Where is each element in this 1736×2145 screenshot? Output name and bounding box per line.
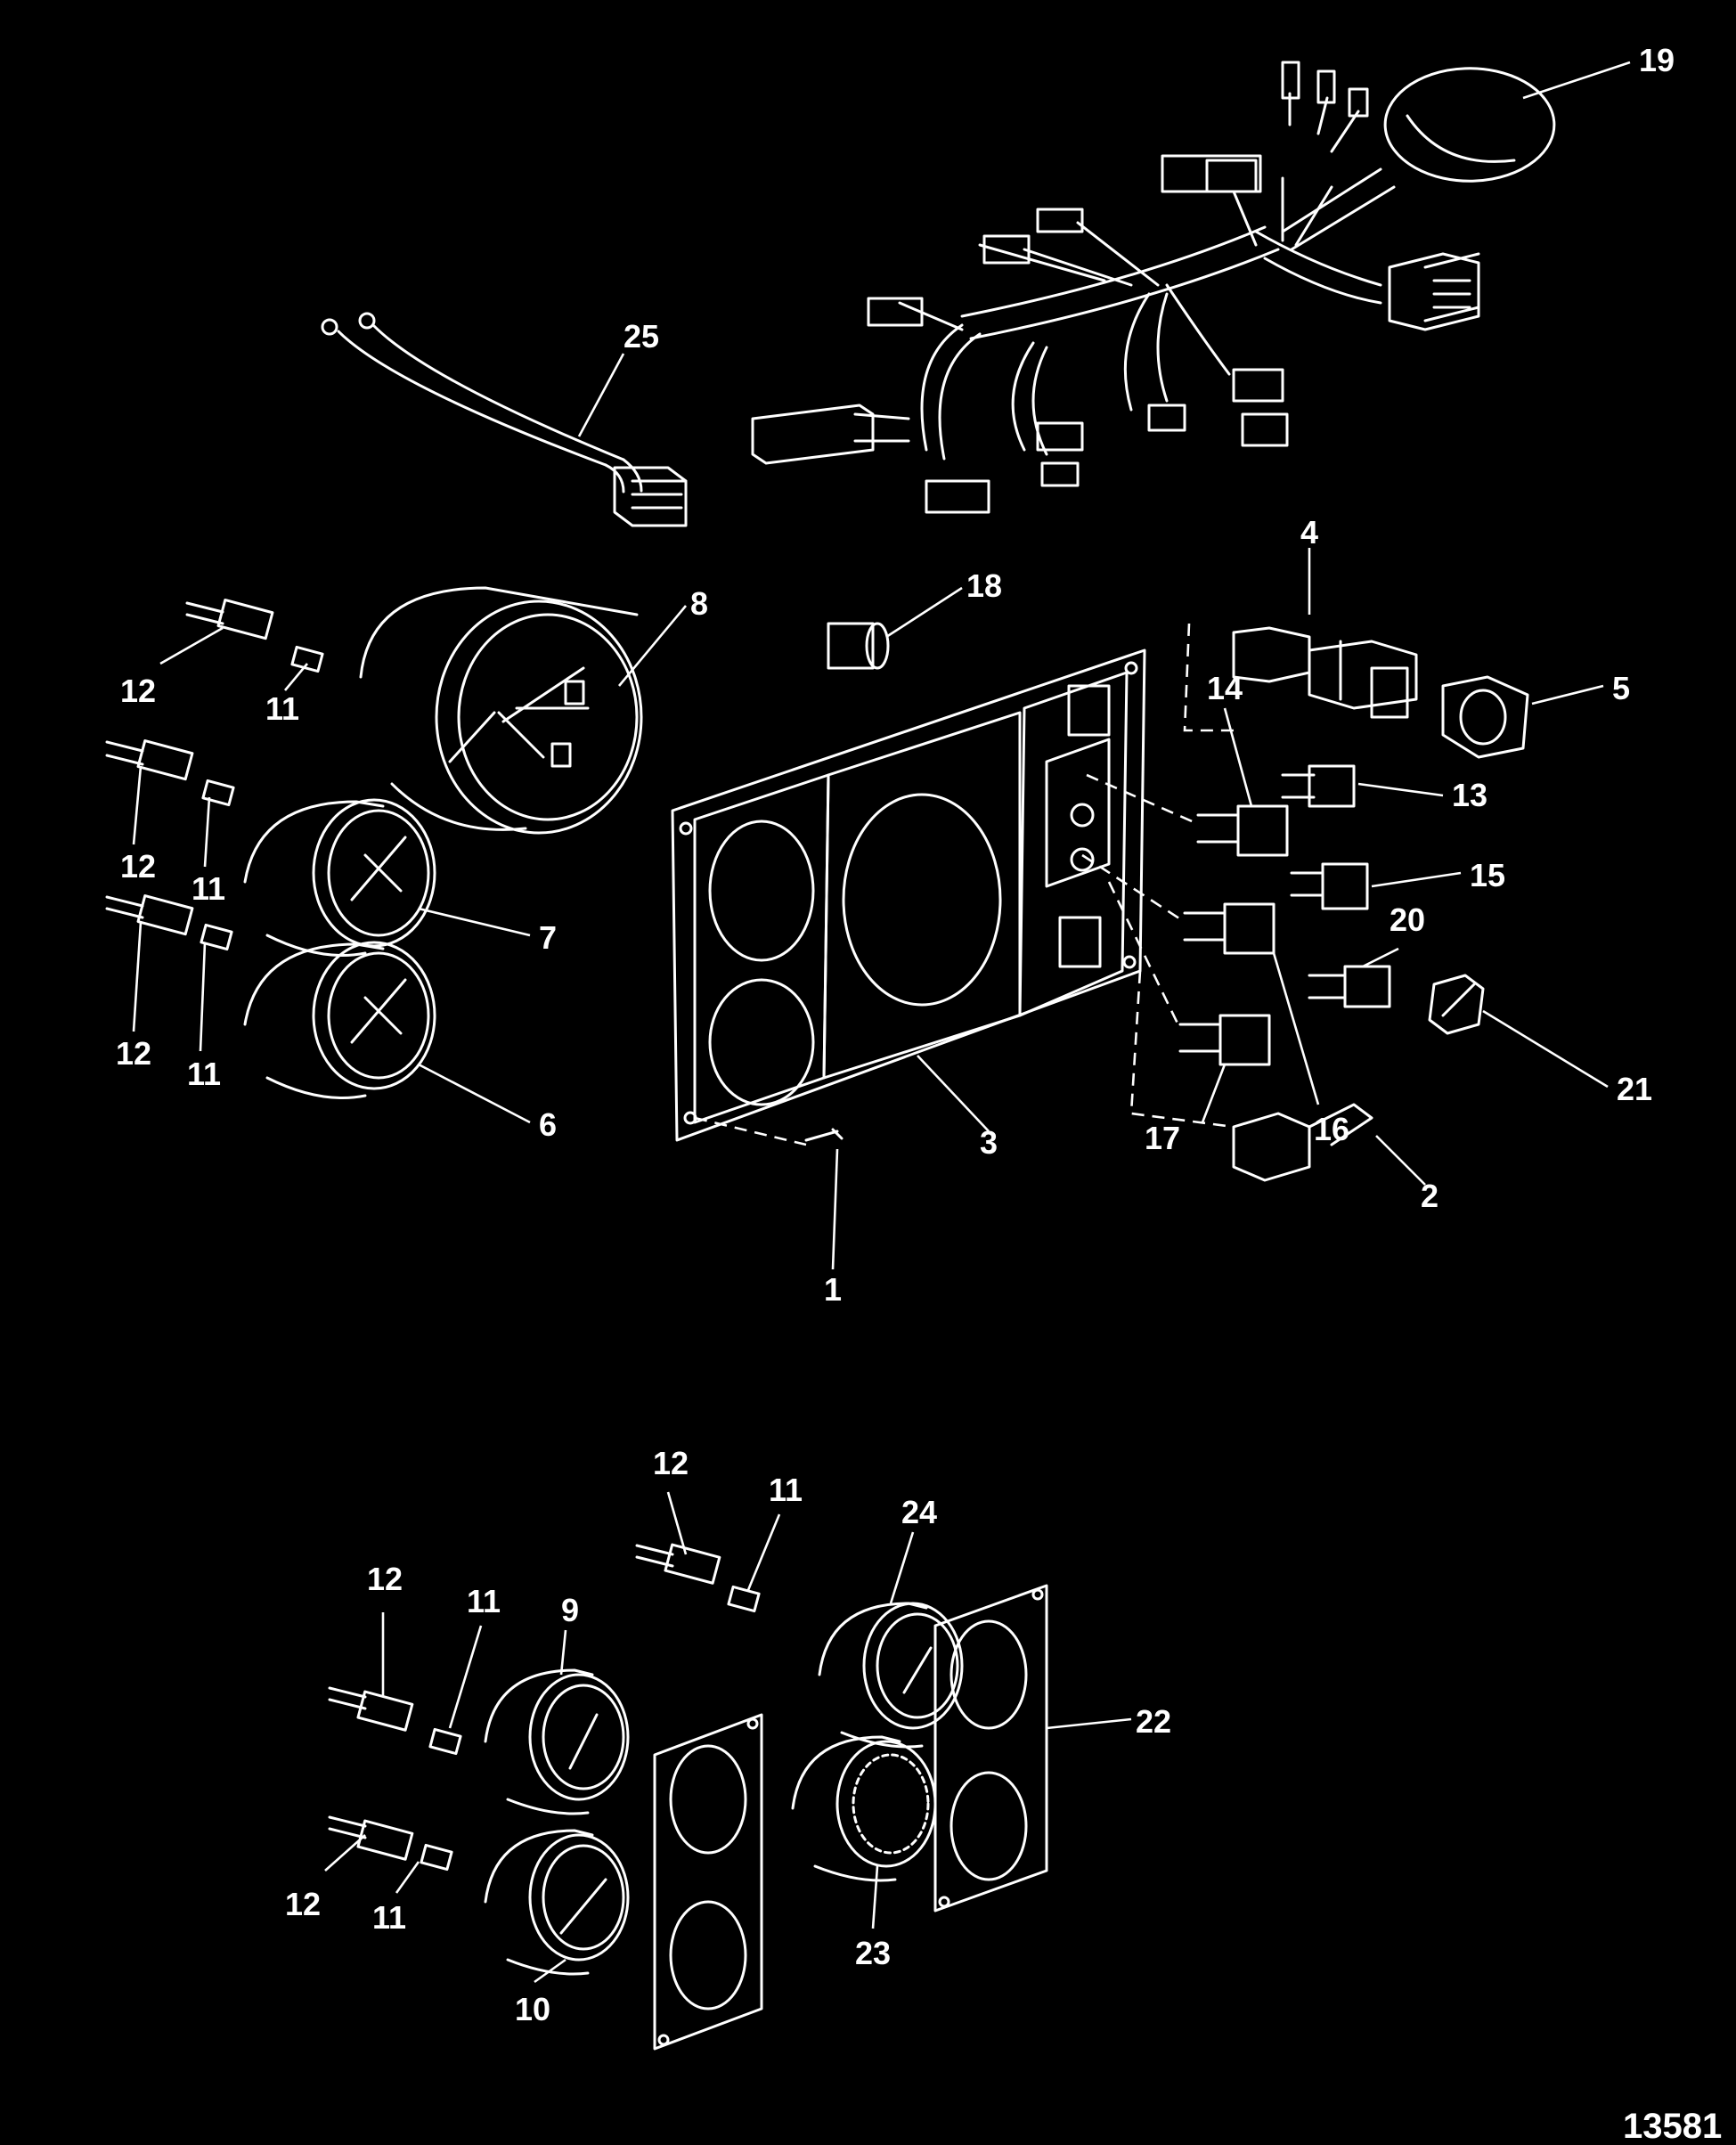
callout-6: 6	[539, 1106, 557, 1143]
callout-3: 3	[980, 1124, 998, 1161]
bulb-sockets-lower	[328, 1543, 761, 1872]
battery-lead-harness	[321, 312, 688, 527]
callout-23: 23	[855, 1935, 891, 1971]
callout-12-d: 12	[653, 1445, 689, 1481]
figure-number: 13581	[1623, 2107, 1722, 2145]
switch-16	[1081, 853, 1276, 955]
callout-20: 20	[1390, 901, 1425, 938]
callout-7: 7	[539, 919, 557, 956]
small-gauge-7	[243, 798, 436, 957]
callout-19: 19	[1639, 42, 1675, 78]
gauge-24	[818, 1602, 964, 1749]
callout-12-e: 12	[367, 1561, 403, 1597]
callout-18: 18	[966, 567, 1002, 604]
panel-screw	[694, 1116, 844, 1146]
callout-11-d: 11	[769, 1472, 803, 1508]
switch-20	[1308, 965, 1391, 1008]
callout-11-e: 11	[467, 1583, 501, 1619]
switch-13	[1281, 764, 1356, 808]
callout-21: 21	[1617, 1071, 1652, 1107]
callout-8: 8	[690, 585, 708, 622]
callout-13: 13	[1452, 777, 1487, 813]
toggle-switch	[1129, 970, 1373, 1182]
gauge-10	[484, 1829, 630, 1976]
hole-plug	[1428, 974, 1485, 1035]
callout-2: 2	[1421, 1178, 1439, 1214]
callout-10: 10	[515, 1991, 550, 2027]
callout-15: 15	[1470, 857, 1505, 893]
ignition-switch	[1183, 623, 1418, 732]
callout-12-a: 12	[120, 673, 156, 709]
leader-lines	[132, 61, 1631, 1984]
small-gauge-6	[243, 941, 436, 1099]
dash-panel	[671, 648, 1146, 1142]
callout-9: 9	[561, 1592, 579, 1628]
callout-17: 17	[1145, 1120, 1180, 1156]
callout-labels: 19 25 4 18 8 5 12 11 14 13 12 11 15 7 20…	[116, 42, 1722, 2145]
callout-12-f: 12	[285, 1886, 321, 1922]
ignition-boot	[1441, 675, 1529, 759]
callout-11-c: 11	[187, 1056, 221, 1092]
callout-12-b: 12	[120, 848, 156, 885]
callout-11-b: 11	[192, 870, 225, 907]
callout-11-f: 11	[372, 1899, 406, 1936]
callout-14: 14	[1207, 670, 1243, 706]
callout-24: 24	[901, 1494, 937, 1530]
switch-17	[1107, 881, 1271, 1066]
gauge-panel-22	[933, 1584, 1048, 1913]
callout-22: 22	[1136, 1703, 1171, 1740]
callout-4: 4	[1300, 514, 1318, 551]
tachometer-gauge	[359, 586, 643, 835]
bulb-sockets-upper	[105, 599, 324, 951]
callout-5: 5	[1612, 670, 1630, 706]
callout-16: 16	[1314, 1111, 1349, 1147]
callout-1: 1	[824, 1271, 842, 1308]
callout-11-a: 11	[265, 690, 299, 727]
switch-15	[1290, 862, 1369, 910]
gauge-23	[791, 1735, 937, 1882]
gauge-9	[484, 1668, 630, 1815]
callout-25: 25	[623, 318, 659, 355]
wiring-harness	[751, 61, 1556, 514]
callout-12-c: 12	[116, 1035, 151, 1072]
switch-14	[1086, 773, 1289, 857]
warning-buzzer	[827, 622, 890, 670]
gauge-panel-left	[653, 1713, 763, 2051]
